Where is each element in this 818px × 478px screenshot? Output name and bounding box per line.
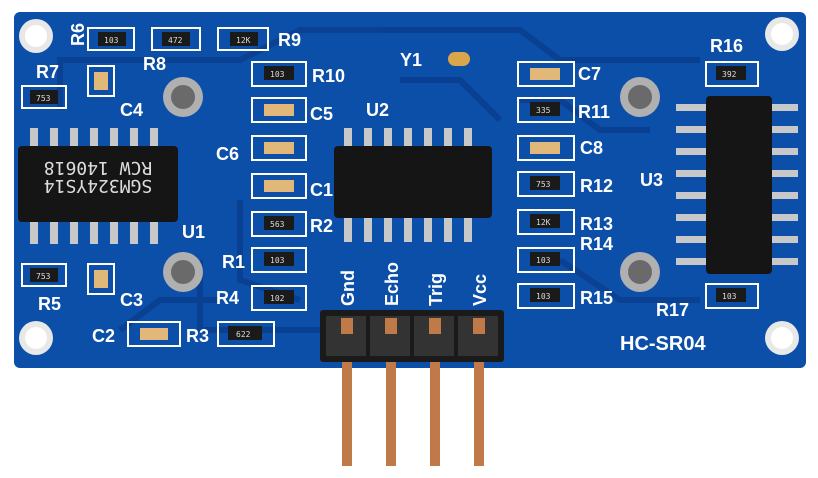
transducer-screws bbox=[163, 77, 660, 292]
code-r16: 392 bbox=[722, 70, 737, 79]
label-r16: R16 bbox=[710, 36, 743, 56]
code-r12: 753 bbox=[536, 180, 551, 189]
u1-marking-line2: RCW 140618 bbox=[44, 157, 152, 178]
label-r6: R6 bbox=[68, 23, 88, 46]
smd-capacitors bbox=[94, 68, 560, 340]
label-r15: R15 bbox=[580, 288, 613, 308]
label-r3: R3 bbox=[186, 326, 209, 346]
code-r15: 103 bbox=[536, 292, 551, 301]
code-r6: 103 bbox=[104, 36, 119, 45]
u1-marking-line1: SGM324YS14 bbox=[44, 175, 152, 196]
label-c3: C3 bbox=[120, 290, 143, 310]
pin-labels: Gnd Echo Trig Vcc bbox=[338, 262, 490, 306]
pin-header bbox=[320, 310, 504, 466]
chip-u2 bbox=[334, 128, 492, 242]
label-c6: C6 bbox=[216, 144, 239, 164]
pin-label-echo: Echo bbox=[382, 262, 402, 306]
label-c5: C5 bbox=[310, 104, 333, 124]
code-r1: 103 bbox=[270, 256, 285, 265]
label-r5: R5 bbox=[38, 294, 61, 314]
chip-u1: SGM324YS14 RCW 140618 bbox=[18, 128, 178, 244]
code-r10: 103 bbox=[270, 70, 285, 79]
label-r1: R1 bbox=[222, 252, 245, 272]
code-r9: 12K bbox=[236, 36, 251, 45]
smd-code-labels: 103 472 12K 753 103 335 753 12K 103 103 … bbox=[36, 36, 737, 339]
chip-u3 bbox=[676, 96, 798, 274]
code-r13: 12K bbox=[536, 218, 551, 227]
label-r11: R11 bbox=[578, 102, 610, 122]
code-r14: 103 bbox=[536, 256, 551, 265]
label-r9: R9 bbox=[278, 30, 301, 50]
label-c2: C2 bbox=[92, 326, 115, 346]
code-r7: 753 bbox=[36, 94, 51, 103]
code-r17: 103 bbox=[722, 292, 737, 301]
code-r11: 335 bbox=[536, 106, 551, 115]
label-r4: R4 bbox=[216, 288, 239, 308]
label-c4: C4 bbox=[120, 100, 143, 120]
pin-label-trig: Trig bbox=[426, 273, 446, 306]
pin-label-gnd: Gnd bbox=[338, 270, 358, 306]
code-r8: 472 bbox=[168, 36, 183, 45]
label-u3: U3 bbox=[640, 170, 663, 190]
label-r8: R8 bbox=[143, 54, 166, 74]
crystal-y1 bbox=[448, 52, 470, 66]
smd-bodies bbox=[30, 32, 746, 340]
label-r17: R17 bbox=[656, 300, 689, 320]
code-r4: 102 bbox=[270, 294, 285, 303]
mounting-holes bbox=[19, 17, 799, 355]
label-u2: U2 bbox=[366, 100, 389, 120]
code-r5: 753 bbox=[36, 272, 51, 281]
code-r2: 563 bbox=[270, 220, 285, 229]
smd-components bbox=[21, 27, 759, 347]
pin-label-vcc: Vcc bbox=[470, 274, 490, 306]
code-r3: 622 bbox=[236, 330, 251, 339]
silkscreen-labels: R6 R7 R8 R9 R10 Y1 C4 C5 U2 C6 C1 R2 U1 … bbox=[36, 23, 743, 355]
label-c7: C7 bbox=[578, 64, 601, 84]
label-y1: Y1 bbox=[400, 50, 422, 70]
model-label: HC-SR04 bbox=[620, 333, 706, 355]
label-r13: R13 bbox=[580, 214, 613, 234]
label-u1: U1 bbox=[182, 222, 205, 242]
label-c1: C1 bbox=[310, 180, 333, 200]
label-r14: R14 bbox=[580, 234, 613, 254]
label-r10: R10 bbox=[312, 66, 345, 86]
label-r7: R7 bbox=[36, 62, 59, 82]
label-r12: R12 bbox=[580, 176, 613, 196]
label-r2: R2 bbox=[310, 216, 333, 236]
label-c8: C8 bbox=[580, 138, 603, 158]
